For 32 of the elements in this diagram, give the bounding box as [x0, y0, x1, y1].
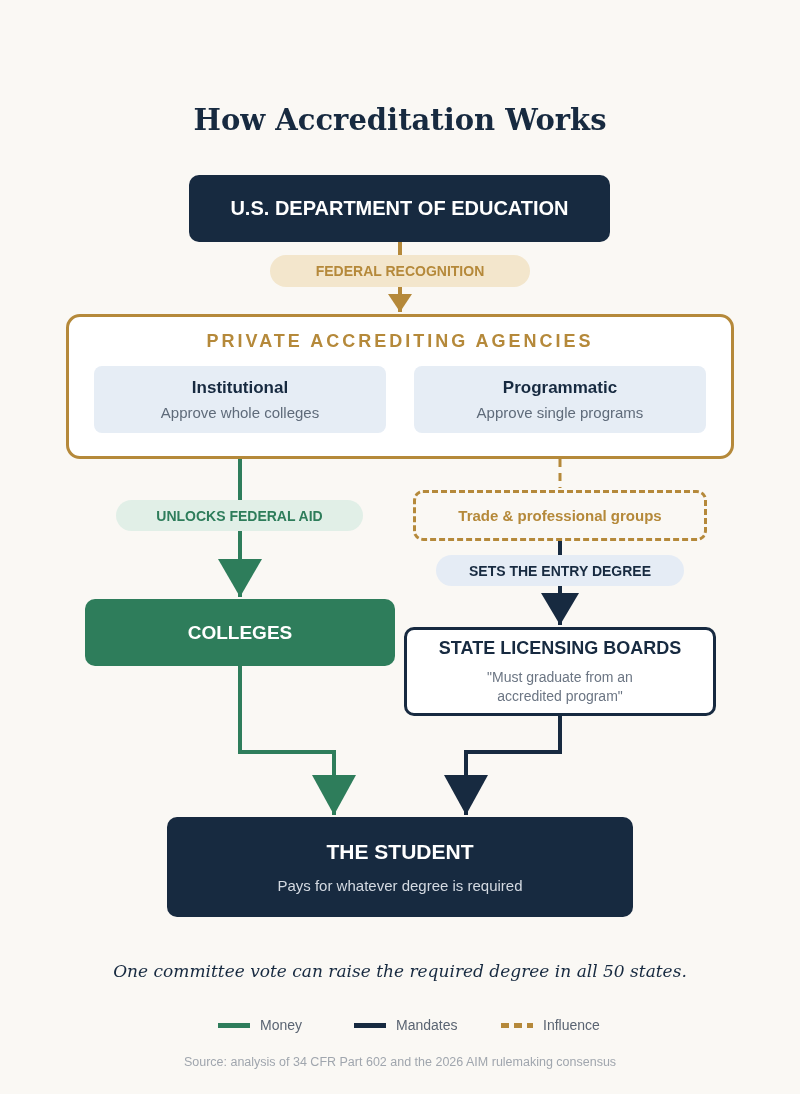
diagram-title: How Accreditation Works: [192, 102, 608, 139]
source-note: Source: analysis of 34 CFR Part 602 and the 2026 AIM rulemaking consensus: [182, 1054, 618, 1070]
box-heading: Institutional: [191, 378, 289, 398]
licensing-board-box: [404, 627, 716, 716]
agency-group-box: [66, 314, 734, 459]
legend-label: Influence: [543, 1017, 600, 1033]
legend-label: Mandates: [396, 1017, 458, 1033]
colleges-box: [85, 599, 395, 666]
edge-label: FEDERAL RECOGNITION: [270, 255, 530, 287]
group-heading: PRIVATE ACCREDITING AGENCIES: [206, 331, 594, 352]
edge-label: UNLOCKS FEDERAL AID: [116, 500, 363, 531]
box-description: Approve single programs: [476, 404, 644, 421]
student-box: [167, 817, 633, 917]
box-heading: COLLEGES: [187, 621, 293, 644]
arrow: [446, 716, 562, 815]
dashed-connector: [558, 459, 562, 488]
arrow: [238, 666, 354, 815]
agency-type-box: [414, 366, 706, 433]
box-description: Pays for whatever degree is required: [277, 877, 523, 894]
box-heading: Programmatic: [502, 378, 618, 398]
box-description: Approve whole colleges: [160, 404, 320, 421]
dashed-group-box: [413, 490, 707, 541]
box-heading: U.S. DEPARTMENT OF EDUCATION: [230, 197, 569, 220]
box-quote: "Must graduate from an accredited program": [486, 667, 634, 706]
box-heading: STATE LICENSING BOARDS: [438, 637, 682, 659]
agency-type-box: [94, 366, 386, 433]
legend-label: Money: [260, 1017, 303, 1033]
edge-label: SETS THE ENTRY DEGREE: [436, 555, 684, 586]
box-heading: Trade & professional groups: [458, 507, 662, 524]
department-box: [189, 175, 610, 242]
box-heading: THE STUDENT: [326, 840, 474, 864]
caption: One committee vote can raise the required degree in all 50 states.: [112, 960, 688, 983]
